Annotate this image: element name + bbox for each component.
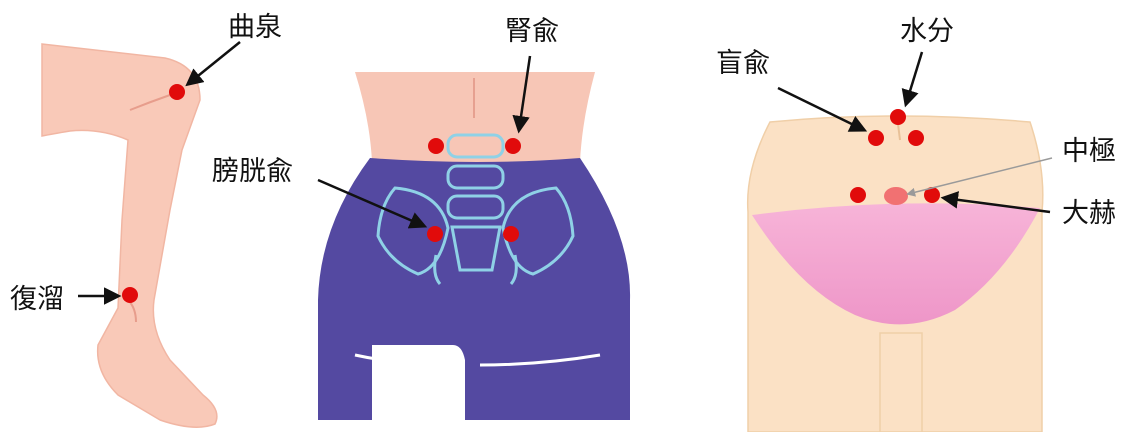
acupoint-koyu-right <box>908 130 924 146</box>
acupoint-jinyu-left <box>428 138 444 154</box>
label-chukyoku: 中極 <box>1062 136 1116 167</box>
label-dainaku: 大赫 <box>1062 198 1116 229</box>
label-kyokusen: 曲泉 <box>228 12 282 43</box>
front-figure <box>748 109 1043 432</box>
leg-shape <box>42 44 217 427</box>
acupoint-koyu-left <box>868 130 884 146</box>
acupoint-suibun <box>890 109 906 125</box>
acupoint-dainaku-left <box>850 187 866 203</box>
label-jinyu: 腎兪 <box>505 16 559 47</box>
acupoint-bokoyu-right <box>503 226 519 242</box>
back-figure <box>318 72 630 420</box>
label-fukuryu: 復溜 <box>10 284 64 315</box>
acupoint-kyokusen <box>169 84 185 100</box>
label-bokoyu: 膀胱兪 <box>212 156 293 187</box>
acupoint-chukyoku <box>884 187 908 205</box>
leg-figure <box>42 44 217 427</box>
acupoint-bokoyu-left <box>427 226 443 242</box>
arrow-kyokusen <box>188 42 240 84</box>
acupoint-fukuryu <box>122 287 138 303</box>
label-suibun: 水分 <box>900 16 954 47</box>
arrow-suibun <box>906 52 922 104</box>
label-koyu: 盲兪 <box>716 48 770 79</box>
acupoint-jinyu-right <box>505 138 521 154</box>
